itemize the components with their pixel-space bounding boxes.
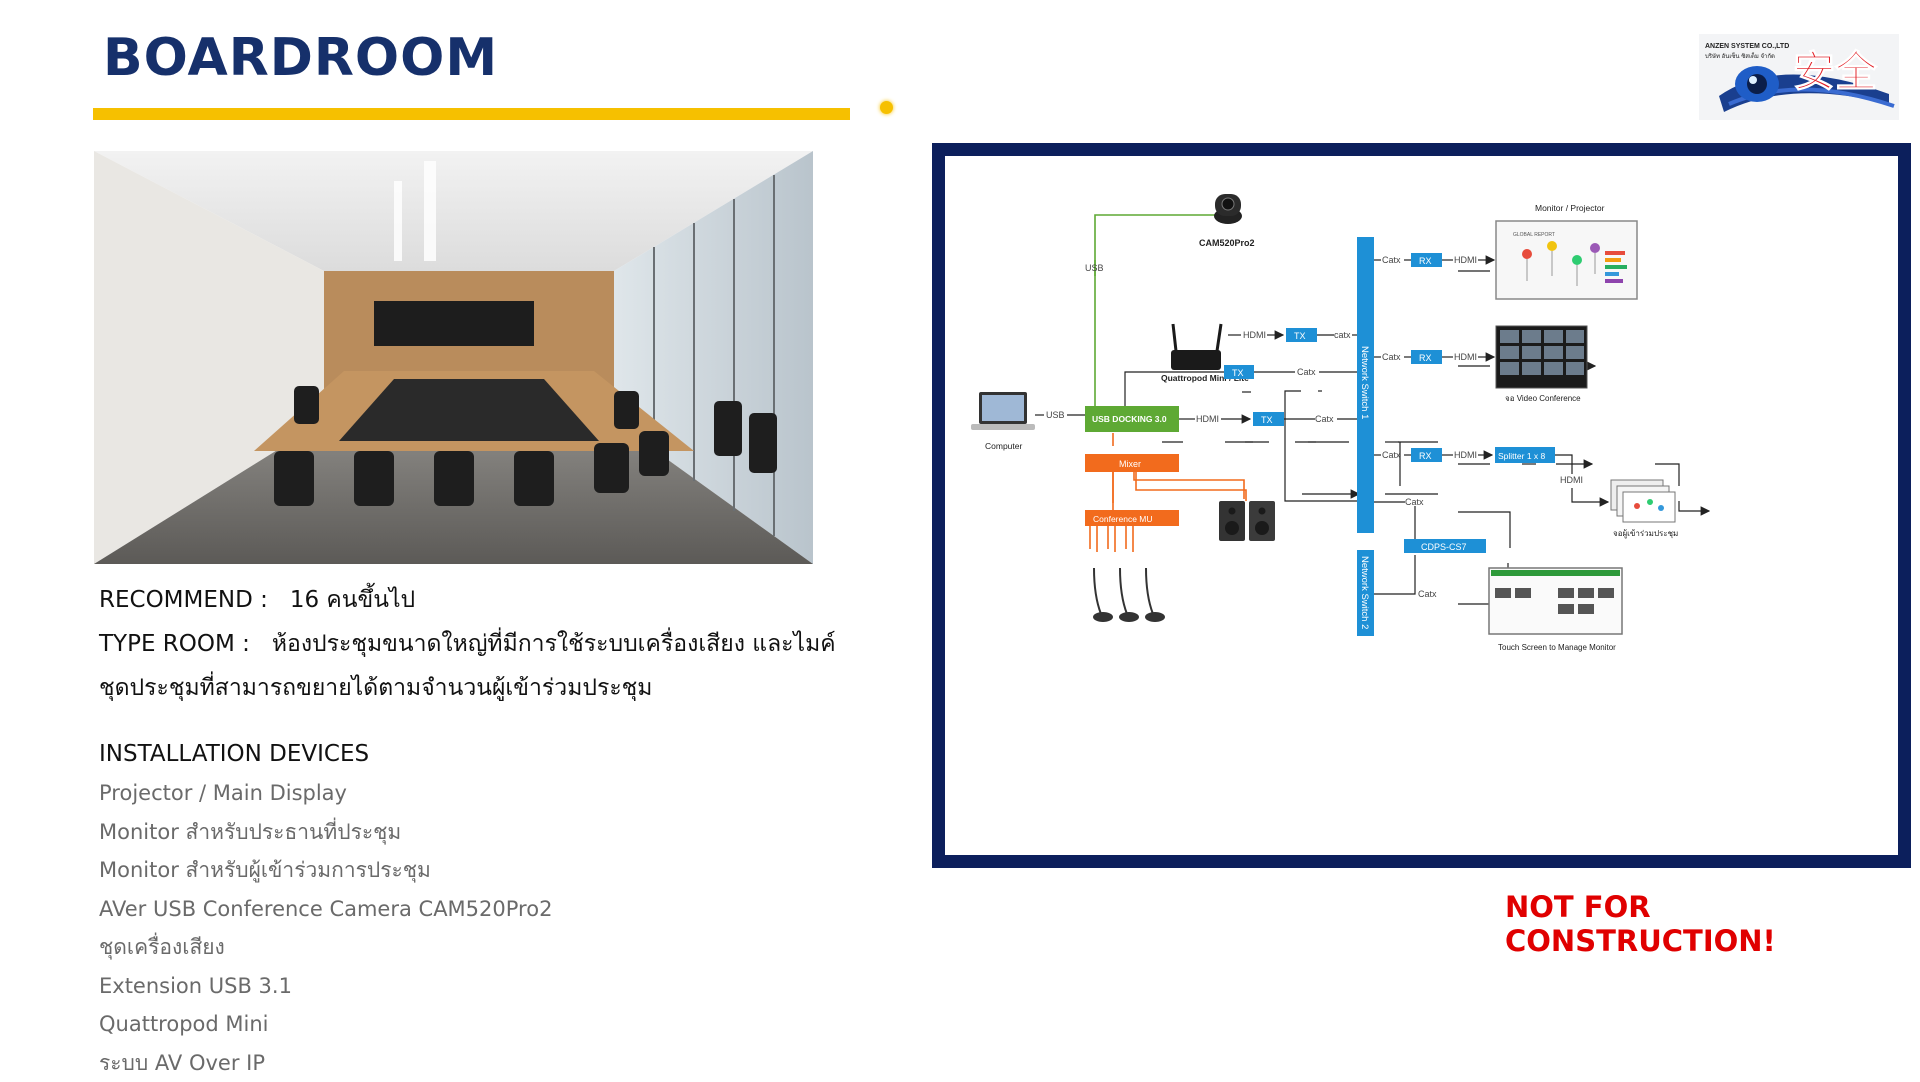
catx-label-lower: catx bbox=[1334, 330, 1351, 340]
devices-list: Projector / Main Display Monitor สำหรับป… bbox=[99, 774, 899, 1082]
hdmi-label-docking: HDMI bbox=[1196, 414, 1219, 424]
rx-label-3: RX bbox=[1419, 451, 1432, 461]
device-item: Monitor สำหรับประธานที่ประชุม bbox=[99, 813, 899, 852]
catx-label-cdps: Catx bbox=[1405, 497, 1424, 507]
quattropod-icon bbox=[1171, 324, 1221, 370]
camera-icon bbox=[1214, 194, 1242, 224]
catx-label-tx2: Catx bbox=[1297, 367, 1316, 377]
device-item: Quattropod Mini bbox=[99, 1005, 899, 1044]
page-title: BOARDROOM bbox=[103, 28, 498, 88]
hdmi-label-row2: HDMI bbox=[1454, 352, 1477, 362]
attendee-screens-icon bbox=[1611, 480, 1675, 522]
devices-heading: INSTALLATION DEVICES bbox=[99, 734, 899, 774]
logo-company-th: บริษัท อันเซ็น ซิสเต็ม จำกัด bbox=[1705, 51, 1775, 60]
catx-label-tx3: Catx bbox=[1315, 414, 1334, 424]
hdmi-label-splitter: HDMI bbox=[1560, 475, 1583, 485]
catx-label-row3: Catx bbox=[1382, 450, 1401, 460]
mixer-label: Mixer bbox=[1119, 459, 1141, 469]
cdps-label: CDPS-CS7 bbox=[1421, 542, 1467, 552]
touch-screen-label: Touch Screen to Manage Monitor bbox=[1498, 643, 1616, 652]
catx-label-row2: Catx bbox=[1382, 352, 1401, 362]
device-item: Monitor สำหรับผู้เข้าร่วมการประชุม bbox=[99, 851, 899, 890]
recommend-label: RECOMMEND : bbox=[99, 587, 268, 613]
tx-label-3: TX bbox=[1261, 415, 1273, 425]
system-diagram-frame: CAM520Pro2 USB Quattropod Mini / Lite HD… bbox=[932, 143, 1911, 868]
device-item: Projector / Main Display bbox=[99, 774, 899, 813]
catx-label-switch2: Catx bbox=[1418, 589, 1437, 599]
usb-label-computer: USB bbox=[1046, 410, 1065, 420]
rx-label-2: RX bbox=[1419, 353, 1432, 363]
type-room-label: TYPE ROOM : bbox=[99, 631, 250, 657]
network-switch-2-label: Network Switch 2 bbox=[1359, 556, 1370, 629]
device-item: Extension USB 3.1 bbox=[99, 967, 899, 1006]
device-item: AVer USB Conference Camera CAM520Pro2 bbox=[99, 890, 899, 929]
attendee-screens-label: จอผู้เข้าร่วมประชุม bbox=[1613, 529, 1678, 539]
hdmi-label-quattro: HDMI bbox=[1243, 330, 1266, 340]
rx-label-1: RX bbox=[1419, 256, 1432, 266]
monitor-projector-label: Monitor / Projector bbox=[1535, 203, 1605, 213]
logo-kanji: 安全 bbox=[1793, 47, 1878, 96]
speakers-icon bbox=[1219, 501, 1275, 541]
network-switch-1-label: Network Switch 1 bbox=[1359, 346, 1370, 419]
microphones-icon bbox=[1094, 568, 1153, 614]
splitter-label: Splitter 1 x 8 bbox=[1498, 451, 1546, 461]
type-room-value-line2: ชุดประชุมที่สามารถขยายได้ตามจำนวนผู้เข้า… bbox=[99, 666, 899, 710]
not-for-construction-warning: NOT FOR CONSTRUCTION! bbox=[1505, 890, 1920, 958]
boardroom-photo bbox=[94, 151, 813, 564]
conference-mu-label: Conference MU bbox=[1093, 514, 1153, 524]
hdmi-label-row3: HDMI bbox=[1454, 450, 1477, 460]
usb-vertical-label: USB bbox=[1085, 263, 1104, 273]
recommend-value: 16 คนขึ้นไป bbox=[290, 587, 415, 613]
device-item: ระบบ AV Over IP bbox=[99, 1044, 899, 1082]
usb-docking-label: USB DOCKING 3.0 bbox=[1092, 414, 1167, 424]
global-report-label: GLOBAL REPORT bbox=[1513, 232, 1555, 238]
catx-label-row1: Catx bbox=[1382, 255, 1401, 265]
recommend-row: RECOMMEND : 16 คนขึ้นไป bbox=[99, 578, 899, 622]
type-room-row: TYPE ROOM : ห้องประชุมขนาดใหญ่ที่มีการใช… bbox=[99, 622, 899, 666]
tx-label-2: TX bbox=[1232, 368, 1244, 378]
accent-dot bbox=[880, 101, 893, 114]
laptop-icon bbox=[971, 392, 1035, 430]
title-underline bbox=[93, 108, 850, 120]
camera-label: CAM520Pro2 bbox=[1199, 238, 1255, 248]
hdmi-label-row1: HDMI bbox=[1454, 255, 1477, 265]
company-logo: ANZEN SYSTEM CO.,LTD บริษัท อันเซ็น ซิสเ… bbox=[1699, 34, 1899, 120]
device-item: ชุดเครื่องเสียง bbox=[99, 928, 899, 967]
tx-label-1: TX bbox=[1294, 331, 1306, 341]
room-info: RECOMMEND : 16 คนขึ้นไป TYPE ROOM : ห้อง… bbox=[99, 578, 899, 1082]
video-conference-label: จอ Video Conference bbox=[1505, 394, 1581, 403]
system-diagram: CAM520Pro2 USB Quattropod Mini / Lite HD… bbox=[945, 156, 1898, 855]
type-room-value-line1: ห้องประชุมขนาดใหญ่ที่มีการใช้ระบบเครื่อง… bbox=[272, 631, 836, 657]
logo-company-en: ANZEN SYSTEM CO.,LTD bbox=[1705, 43, 1789, 50]
computer-label: Computer bbox=[985, 441, 1022, 451]
